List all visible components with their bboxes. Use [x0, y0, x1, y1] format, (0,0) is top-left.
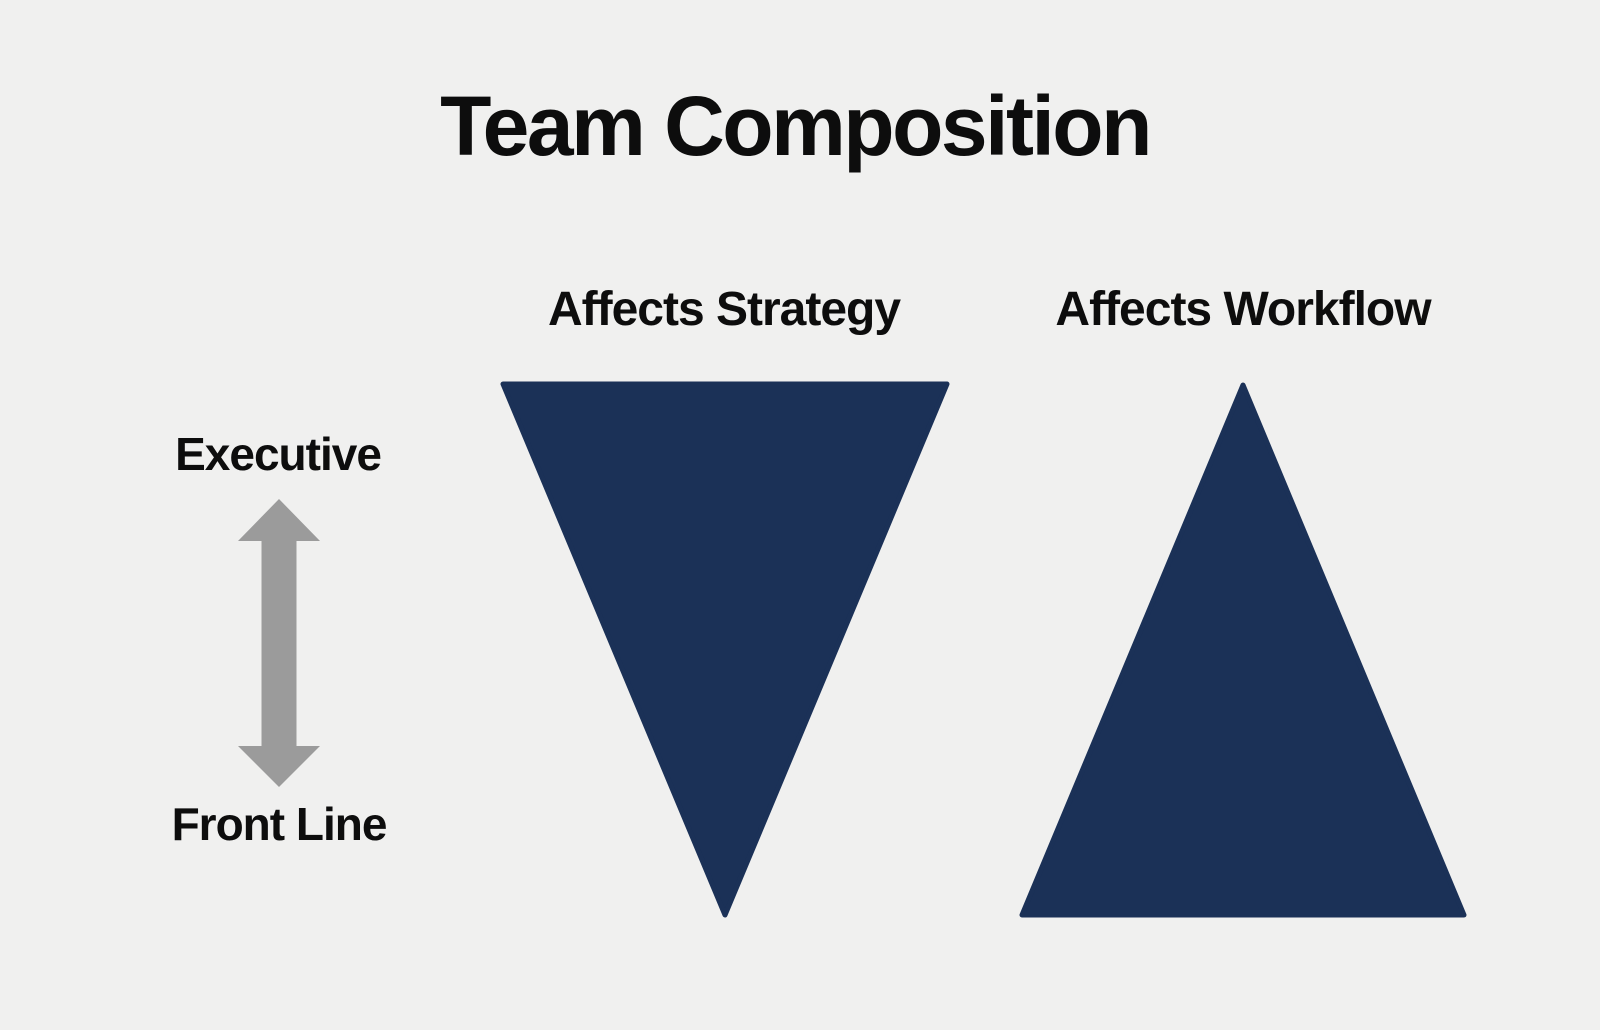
axis-label-executive: Executive [175, 428, 382, 480]
axis-label-front-line: Front Line [171, 798, 388, 850]
page-title: Team Composition [440, 79, 1152, 173]
upright-triangle-workflow [1019, 382, 1467, 918]
column-header-affects-workflow: Affects Workflow [1055, 283, 1431, 336]
inverted-triangle-strategy [500, 381, 950, 918]
column-header-affects-strategy: Affects Strategy [547, 283, 901, 336]
vertical-double-arrow-icon [238, 499, 320, 787]
